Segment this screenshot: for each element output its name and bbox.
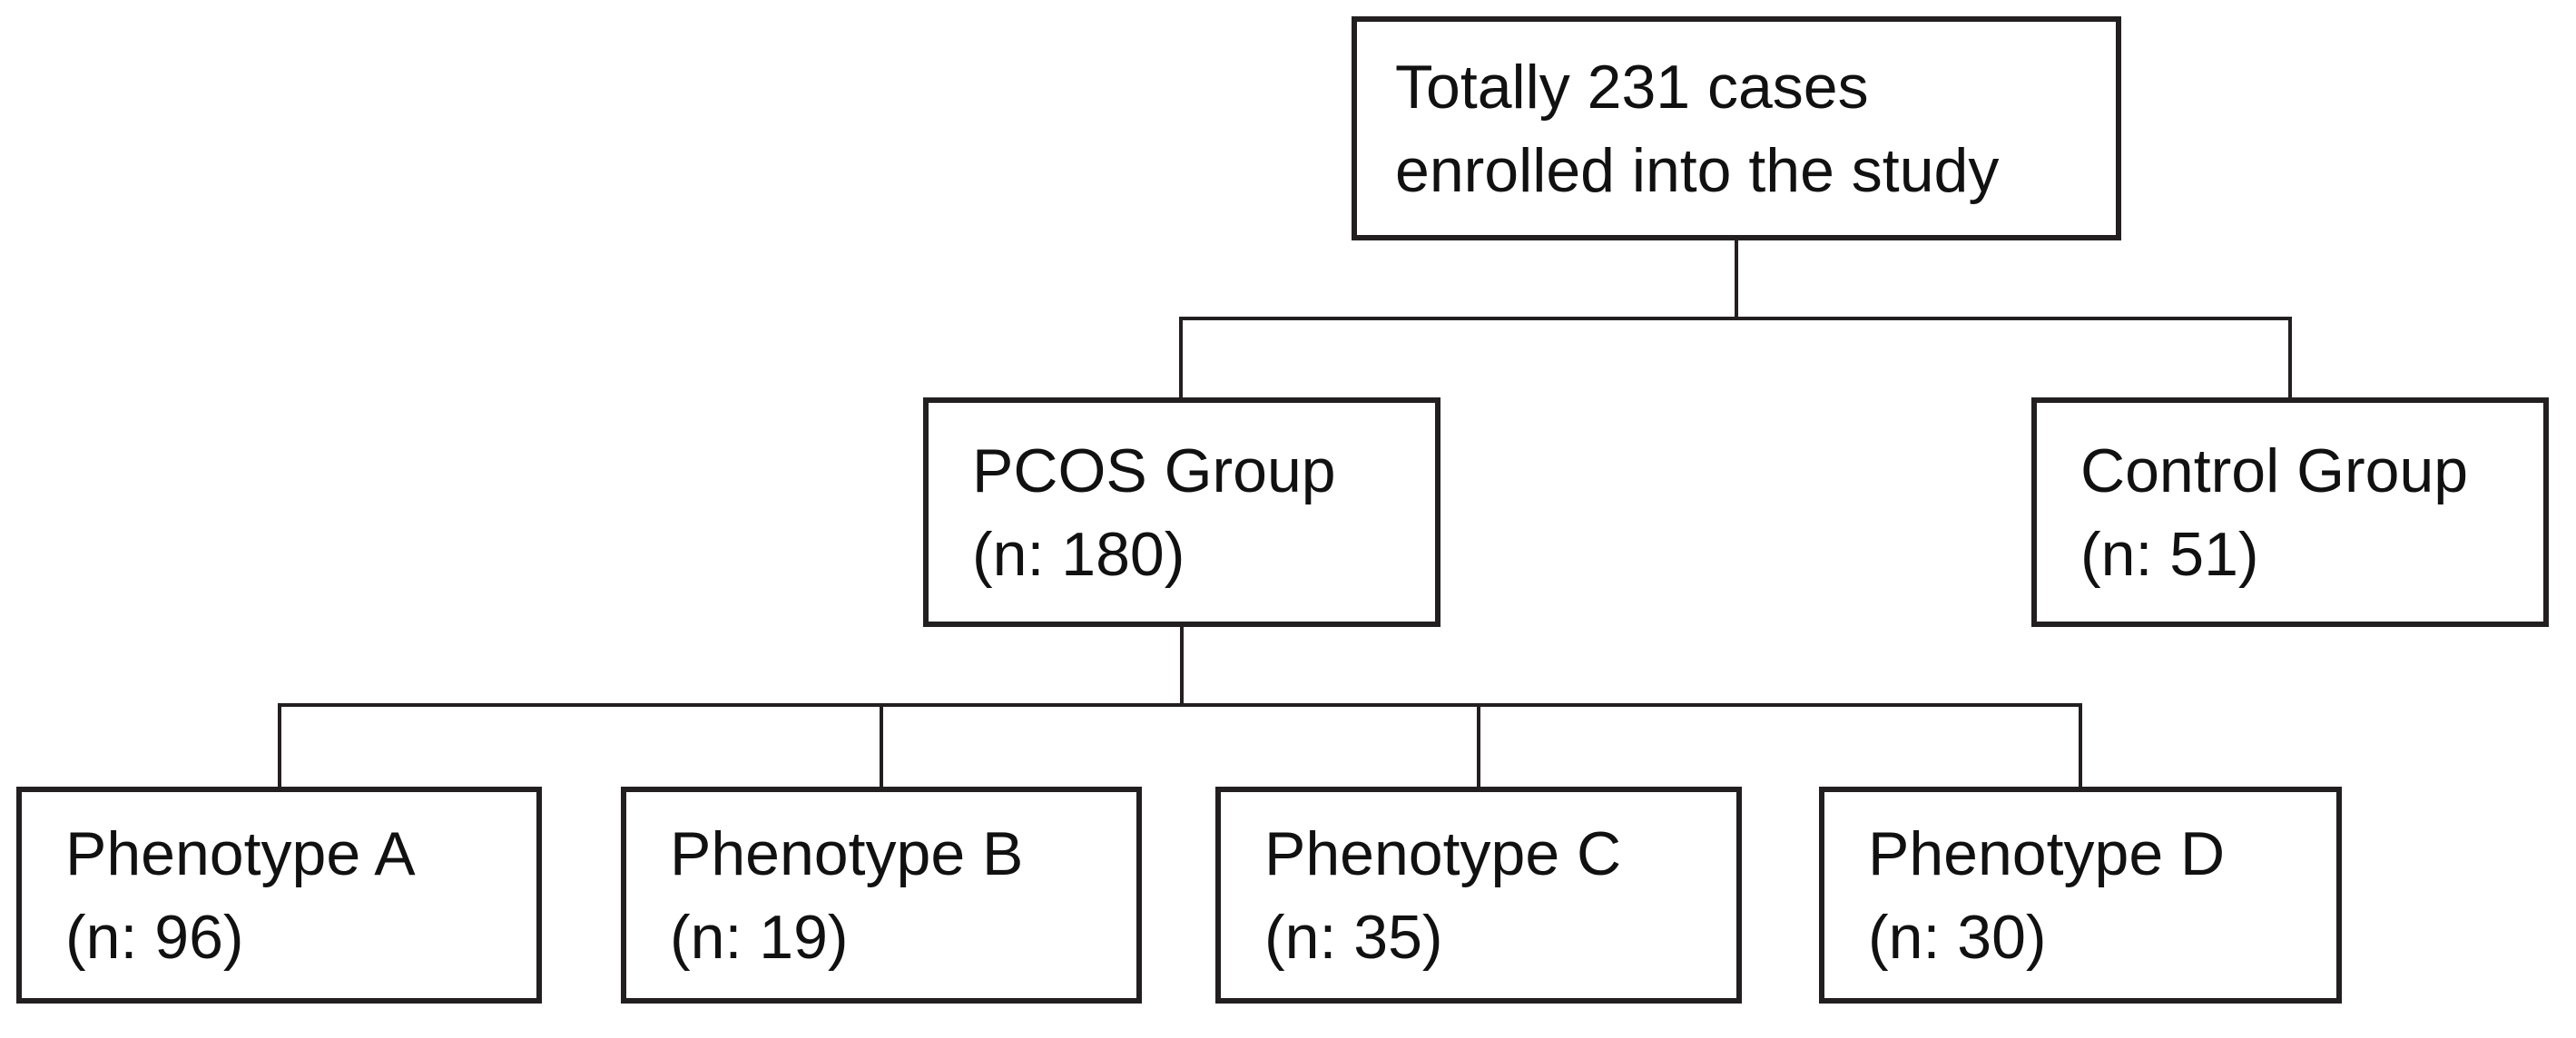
node-phenotype-b-count: (n: 19) [670,902,849,972]
connector-phenotype-b-drop [880,703,883,787]
connector-root-stem [1735,240,1738,320]
node-phenotype-b-name: Phenotype B [670,818,1024,888]
connector-phenotype-c-drop [1477,703,1480,787]
connector-level1-bar [1179,317,2292,320]
node-phenotype-a-name: Phenotype A [65,818,416,888]
node-phenotype-a-count: (n: 96) [65,902,244,972]
node-pcos-group-name: PCOS Group [972,436,1336,505]
connector-pcos-stem [1180,627,1184,707]
node-pcos-group-count: (n: 180) [972,519,1185,589]
node-phenotype-c-name: Phenotype C [1264,818,1622,888]
node-control-group-name: Control Group [2080,436,2469,505]
connector-pcos-drop [1179,317,1183,397]
node-total-enrolled: Totally 231 cases enrolled into the stud… [1352,16,2121,240]
node-pcos-group: PCOS Group (n: 180) [923,397,1440,627]
node-control-group-count: (n: 51) [2080,519,2259,589]
node-phenotype-a: Phenotype A (n: 96) [16,787,542,1004]
connector-control-drop [2288,317,2292,397]
node-total-enrolled-line1: Totally 231 cases [1395,52,1869,122]
node-phenotype-b: Phenotype B (n: 19) [621,787,1142,1004]
node-phenotype-c: Phenotype C (n: 35) [1215,787,1742,1004]
connector-phenotype-a-drop [278,703,281,787]
node-phenotype-d-name: Phenotype D [1868,818,2226,888]
node-total-enrolled-line2: enrolled into the study [1395,135,2000,205]
node-phenotype-c-count: (n: 35) [1264,902,1443,972]
node-phenotype-d: Phenotype D (n: 30) [1819,787,2342,1004]
node-control-group: Control Group (n: 51) [2031,397,2549,627]
node-phenotype-d-count: (n: 30) [1868,902,2047,972]
connector-level2-bar [278,703,2082,707]
connector-phenotype-d-drop [2079,703,2082,787]
